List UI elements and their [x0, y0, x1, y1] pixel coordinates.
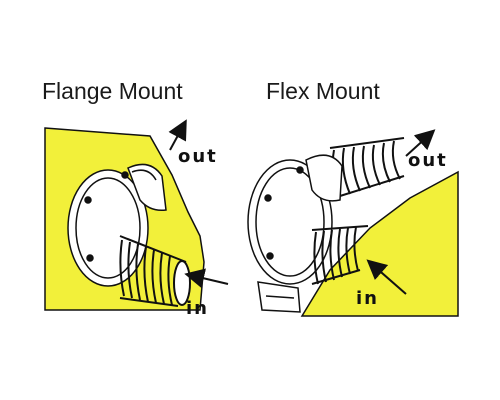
- flex-in-label: in: [356, 288, 379, 309]
- flex-in-arrow: [366, 259, 407, 295]
- flex-inlet-hose: [311, 225, 369, 285]
- flange-in-label: in: [186, 298, 209, 319]
- flex-out-label: out: [408, 150, 448, 171]
- flex-mount-title: Flex Mount: [266, 78, 380, 104]
- flange-out-label: out: [178, 146, 218, 167]
- flex-wall-panel: [300, 170, 459, 317]
- flex-mount-illustration: out in: [247, 129, 459, 317]
- flange-mount-title: Flange Mount: [42, 78, 183, 104]
- flange-in-arrow: [184, 268, 229, 289]
- flange-out-arrow: [168, 119, 187, 151]
- flex-mount-bracket: [257, 281, 301, 313]
- flex-out-arrow: [405, 129, 436, 157]
- flange-mount-illustration: out in: [44, 119, 229, 319]
- flange-inlet-hose: [119, 235, 191, 307]
- flex-blower-housing: [247, 154, 343, 285]
